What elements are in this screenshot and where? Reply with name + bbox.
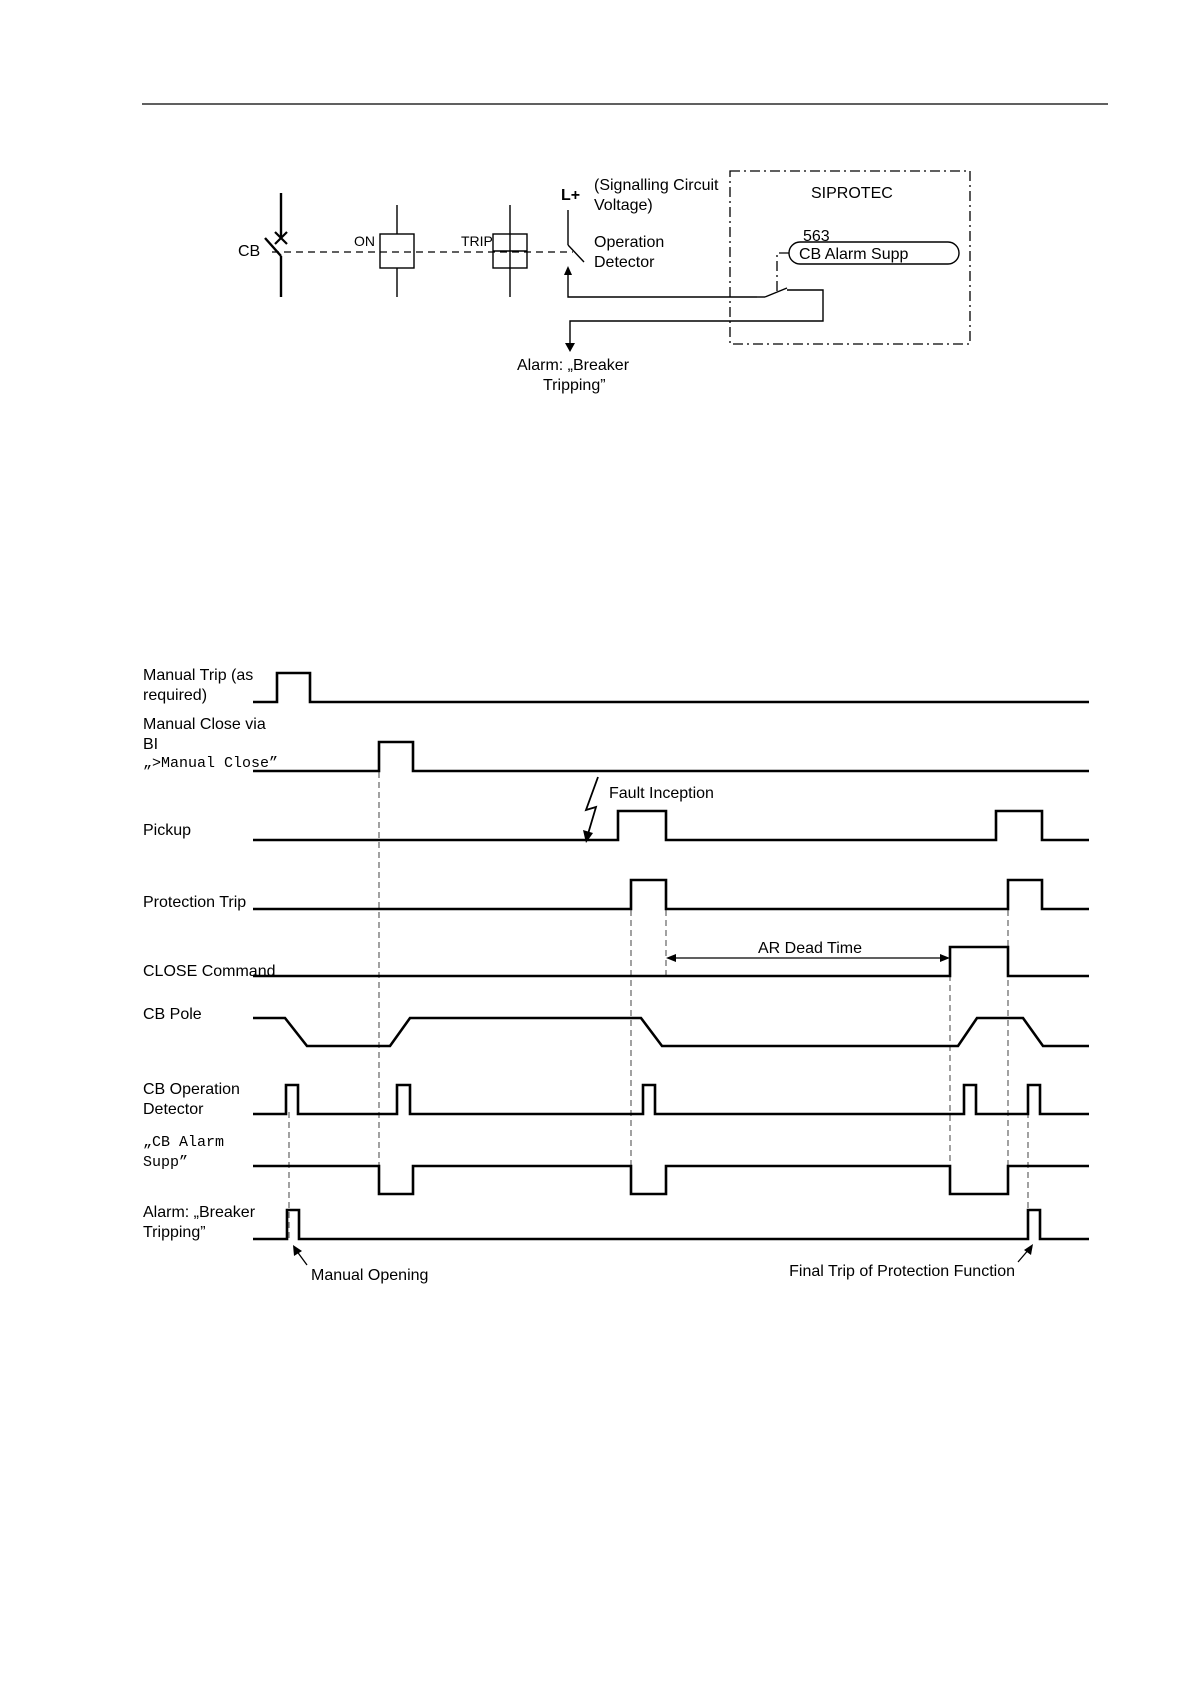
waveform-pickup xyxy=(253,809,1089,842)
detector-arrow-head xyxy=(564,266,572,275)
cb-cross-b xyxy=(274,231,288,245)
waveform-manual-close xyxy=(253,740,1089,773)
waveform-cb-operation-detector xyxy=(253,1083,1089,1116)
waveform-protection-trip xyxy=(253,878,1089,911)
detector-to-relay-wire xyxy=(567,275,757,298)
trip-label: TRIP xyxy=(461,233,493,249)
signal-label-manual-close-binary-input: „>Manual Close” xyxy=(143,755,278,772)
signal-label-close-command: CLOSE Command xyxy=(143,963,276,980)
ar-dead-time-arrow-right-head xyxy=(940,954,950,962)
signal-label-cb-alarm-supp: „CB Alarm Supp” xyxy=(143,1134,233,1171)
on-label: ON xyxy=(354,233,375,249)
waveform-alarm-breaker-tripping xyxy=(253,1208,1089,1241)
manual-opening-label: Manual Opening xyxy=(311,1267,428,1284)
relay-control-link xyxy=(776,252,789,292)
fault-lightning-arrow-head xyxy=(583,830,593,843)
final-trip-label: Final Trip of Protection Function xyxy=(789,1263,1015,1280)
signalling-label: (Signalling Circuit Voltage) xyxy=(594,177,723,214)
fault-inception-label: Fault Inception xyxy=(609,785,714,802)
waveform-close-command xyxy=(253,945,1089,978)
signal-label-cb-operation-detector: CB Operation Detector xyxy=(143,1081,244,1118)
cb-label: CB xyxy=(238,243,260,260)
signal-label-alarm-breaker-tripping: Alarm: „Breaker Tripping” xyxy=(143,1204,259,1241)
siprotec-box xyxy=(729,170,971,345)
signal-label-protection-trip: Protection Trip xyxy=(143,894,246,911)
waveform-cb-pole xyxy=(253,1016,1089,1048)
alarm-label: Alarm: „Breaker Tripping” xyxy=(517,357,633,394)
signal-label-cb-pole: CB Pole xyxy=(143,1006,202,1023)
ar-dead-time-label: AR Dead Time xyxy=(758,940,862,957)
relay-to-alarm-wire xyxy=(569,289,824,345)
alarm-arrow-head xyxy=(565,343,575,352)
operation-detector-label: Operation Detector xyxy=(594,234,669,271)
relay-contact-blade xyxy=(764,287,788,298)
waveform-cb-alarm-supp xyxy=(253,1164,1089,1196)
cb-blade xyxy=(264,237,282,257)
circuit-diagram: CB ON TRIP L+ (Signalling Circuit Voltag… xyxy=(238,170,971,394)
timing-diagram: Manual Trip (as required) Manual Close v… xyxy=(143,667,1089,1284)
detector-blade xyxy=(567,244,585,263)
signal-label-manual-trip: Manual Trip (as required) xyxy=(143,667,258,704)
siprotec-label: SIPROTEC xyxy=(811,185,893,202)
signal-label-manual-close: Manual Close via BI xyxy=(143,716,270,753)
fault-lightning-icon xyxy=(584,776,599,835)
on-coil xyxy=(379,233,415,269)
cb-alarm-supp-label: CB Alarm Supp xyxy=(799,246,908,263)
final-trip-arrow-head xyxy=(1024,1244,1033,1255)
address-number: 563 xyxy=(803,228,830,245)
waveform-manual-trip xyxy=(253,671,1089,704)
ar-dead-time-arrow-left-head xyxy=(666,954,676,962)
lplus-label: L+ xyxy=(561,187,580,204)
signal-label-pickup: Pickup xyxy=(143,822,191,839)
manual-opening-arrow-head xyxy=(293,1245,302,1256)
